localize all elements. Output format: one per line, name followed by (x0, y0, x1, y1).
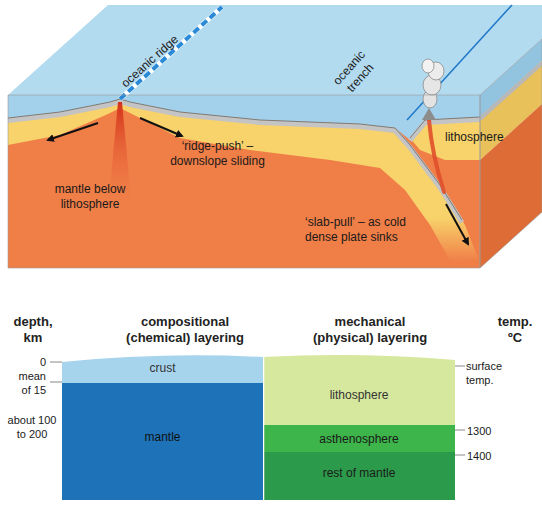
layer-label: lithosphere (445, 130, 525, 145)
depth-value: about 100 to 200 (2, 413, 62, 441)
temperature-value: 1300 (467, 424, 507, 438)
band-label: rest of mantle (263, 466, 455, 480)
force-label: ‘slab-pull’ – as cold dense plate sinks (305, 215, 440, 245)
depth-tick (50, 382, 62, 383)
temperature-tick (455, 430, 465, 431)
trench-line (407, 5, 512, 120)
side-crust (480, 63, 542, 119)
motion-arrow (446, 204, 468, 244)
temperature-tick (455, 366, 465, 367)
ridge-line (120, 7, 222, 99)
band-fill (263, 425, 455, 452)
layer-band: mantle (62, 383, 263, 500)
temperature-tick (455, 455, 465, 456)
temperature-value: surface temp. (466, 359, 516, 387)
band-fill (263, 355, 455, 425)
band-fill (62, 355, 263, 383)
column-heading: mechanical (physical) layering (305, 314, 435, 346)
layer-band: asthenosphere (263, 425, 455, 452)
force-label: ‘ridge-push’ – downslope sliding (160, 139, 275, 169)
region-label: mantle below lithosphere (35, 182, 145, 212)
column-heading: compositional (chemical) layering (120, 314, 250, 346)
band-label: crust (62, 361, 263, 375)
layer-band: lithosphere (263, 352, 455, 425)
ash-cloud (422, 59, 434, 73)
depth-value: 0 (20, 355, 46, 369)
block-outline (8, 95, 480, 268)
block-outline (480, 39, 542, 268)
band-label: lithosphere (263, 388, 455, 402)
motion-arrow (48, 123, 98, 140)
band-label: asthenosphere (263, 432, 455, 446)
column-heading: temp. ºC (490, 314, 540, 346)
seafloor-line (8, 99, 462, 220)
column-heading: depth, km (6, 314, 60, 346)
band-fill (62, 383, 263, 500)
column-divider (263, 352, 264, 425)
depth-value: mean of 15 (8, 369, 46, 397)
layer-band: crust (62, 352, 263, 383)
magma-rise (429, 120, 444, 192)
band-label: mantle (62, 430, 263, 444)
temperature-value: 1400 (467, 449, 507, 463)
column-divider (263, 425, 264, 452)
depth-tick (50, 362, 62, 363)
motion-arrow (140, 118, 182, 136)
oceanic-crust (8, 102, 462, 223)
front-mantle (8, 95, 480, 268)
layer-band: rest of mantle (263, 452, 455, 500)
ridge-line (120, 7, 222, 99)
volcano-cone (422, 108, 436, 120)
side-mantle (480, 104, 542, 268)
band-fill (263, 452, 455, 500)
oceanic-plate (8, 99, 478, 264)
column-divider (263, 452, 264, 500)
ocean-surface (8, 5, 542, 95)
slab-fade (425, 218, 480, 266)
